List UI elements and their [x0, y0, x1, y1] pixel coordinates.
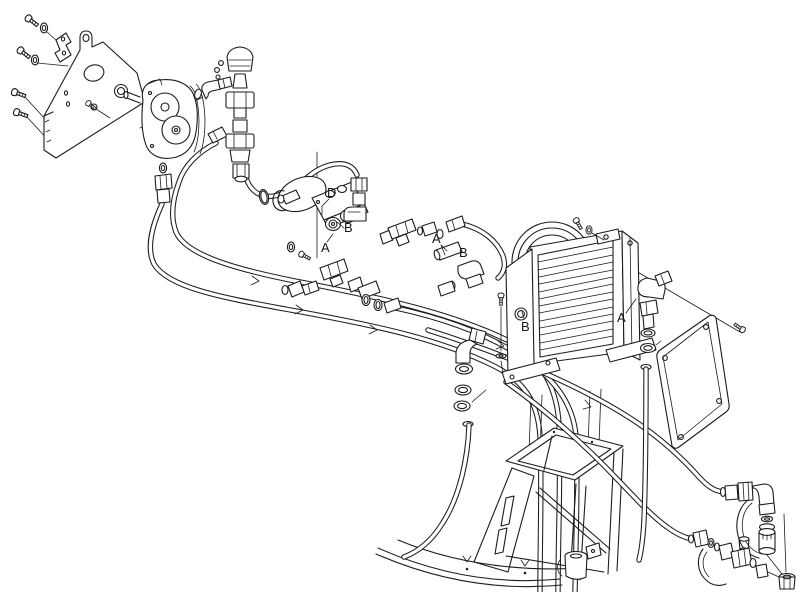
breather-cap-with-chain	[214, 46, 254, 80]
gear-pump	[141, 78, 228, 204]
gusset-plate	[473, 467, 535, 573]
return-line-fittings-upper	[719, 481, 783, 575]
label-line-b: B	[459, 245, 468, 260]
tank-port-fittings	[225, 73, 255, 183]
cooler-fins	[537, 246, 614, 351]
tee-fitting-upper	[379, 215, 466, 247]
base-rail	[377, 547, 561, 582]
return-line-fittings-lower	[687, 529, 796, 590]
snap-ring	[272, 190, 287, 212]
quick-coupler	[758, 523, 776, 555]
label-motor-d: D	[327, 185, 336, 200]
cooler-elbow-b-chain	[453, 327, 487, 428]
label-line-a: A	[432, 231, 441, 246]
motor-top-fittings	[343, 177, 368, 222]
elbow-fitting-b	[437, 260, 485, 297]
motor-port-a	[324, 216, 342, 232]
pump-outlet-nipple	[207, 126, 228, 144]
callout-labels: D B A A B B A	[321, 185, 637, 334]
label-motor-b: B	[344, 220, 353, 235]
cooler-core	[537, 239, 614, 358]
base-canister	[557, 550, 588, 580]
hose-ticks	[250, 275, 592, 410]
support-bracket	[54, 32, 72, 63]
flange-nut	[778, 572, 796, 590]
tee-fitting-lower	[281, 258, 402, 314]
adapter-fitting-a	[433, 241, 463, 261]
hose-clamps	[361, 293, 383, 312]
label-cooler-a: A	[617, 310, 626, 325]
label-cooler-b: B	[521, 319, 530, 334]
o-ring	[194, 88, 202, 100]
pump-elbow-fitting	[194, 76, 233, 100]
oil-cooler-with-fan	[495, 216, 657, 385]
leader-lines	[24, 30, 787, 573]
cooler-foot-left	[501, 357, 561, 385]
label-motor-a: A	[321, 240, 330, 255]
cover-plate	[656, 314, 747, 449]
